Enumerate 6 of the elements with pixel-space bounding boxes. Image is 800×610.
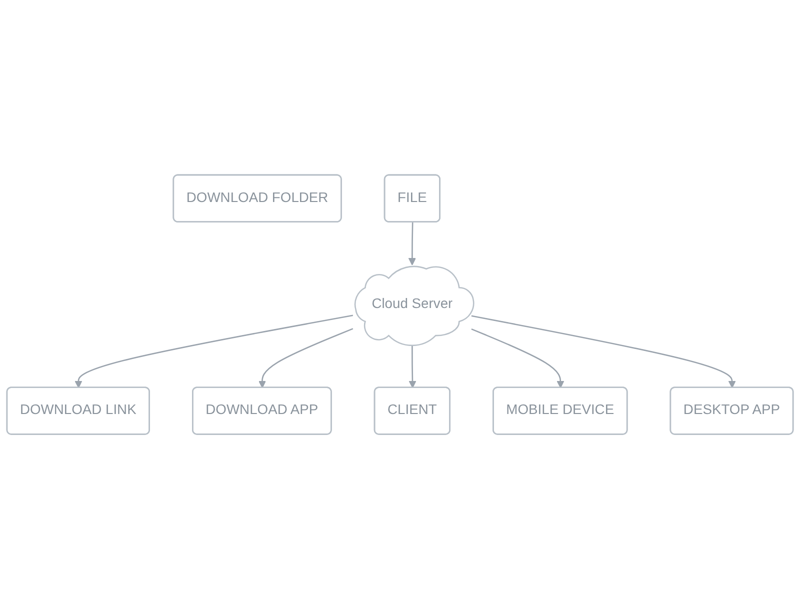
arrow [408,222,416,266]
arrow [471,316,736,389]
arrow [74,315,354,389]
arrow [471,328,564,389]
arrow [258,328,354,389]
arrow [408,344,416,389]
